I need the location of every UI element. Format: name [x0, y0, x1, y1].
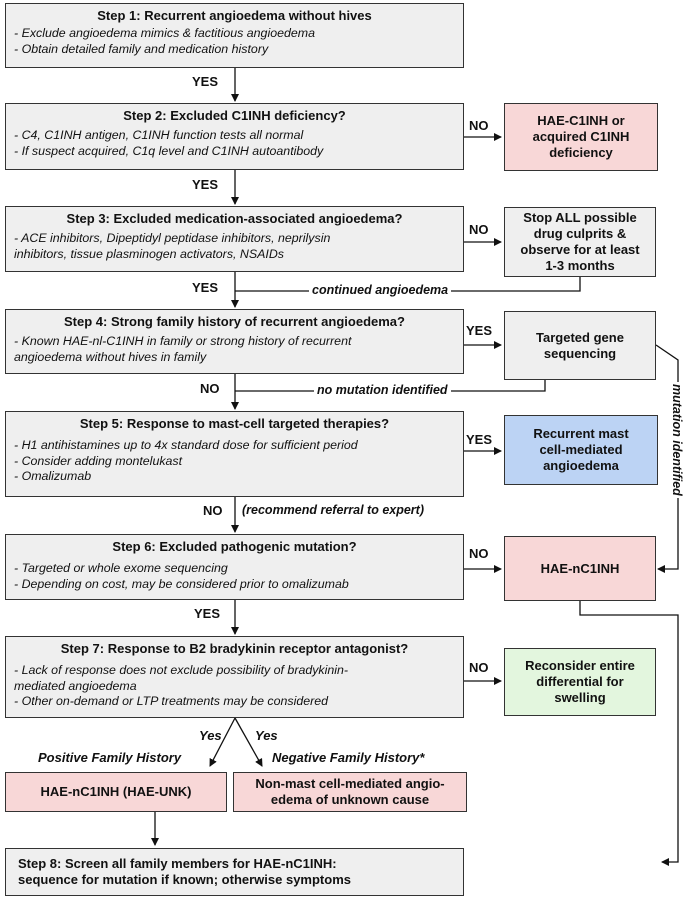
- outcome-stop-line-3: observe for at least: [520, 242, 640, 257]
- step-5-box: Step 5: Response to mast-cell targeted t…: [5, 411, 464, 497]
- step-6-detail-2: - Depending on cost, may be considered p…: [14, 576, 349, 591]
- no-label-step4: NO: [200, 381, 220, 396]
- outcome-non-mast-line-1: Non-mast cell-mediated angio-: [255, 776, 445, 791]
- step-3-box: Step 3: Excluded medication-associated a…: [5, 206, 464, 272]
- step-3-detail-2: inhibitors, tissue plasminogen activator…: [14, 246, 284, 261]
- no-mutation-label: no mutation identified: [314, 383, 451, 397]
- outcome-gene-line-2: sequencing: [543, 345, 617, 361]
- outcome-reconsider: Reconsider entire differential for swell…: [504, 648, 656, 716]
- step-2-title: Step 2: Excluded C1INH deficiency?: [123, 108, 346, 123]
- outcome-non-mast: Non-mast cell-mediated angio- edema of u…: [233, 772, 467, 812]
- outcome-stop-line-1: Stop ALL possible: [523, 210, 637, 225]
- step-2-box: Step 2: Excluded C1INH deficiency? - C4,…: [5, 103, 464, 170]
- outcome-mast-line-3: angioedema: [543, 458, 619, 473]
- step-6-box: Step 6: Excluded pathogenic mutation? - …: [5, 534, 464, 600]
- mutation-identified-label: mutation identified: [670, 382, 684, 498]
- step-7-detail-2: mediated angioedema: [14, 678, 137, 693]
- outcome-gene-line-1: Targeted gene: [536, 329, 624, 345]
- step-5-detail-2: - Consider adding montelukast: [14, 453, 183, 468]
- outcome-hae-nc1inh: HAE-nC1INH: [504, 536, 656, 601]
- yes-branch-positive: Yes: [199, 728, 222, 743]
- outcome-hae-unk: HAE-nC1INH (HAE-UNK): [5, 772, 227, 812]
- step-1-detail-1: - Exclude angioedema mimics & factitious…: [14, 26, 315, 40]
- step-2-detail-2: - If suspect acquired, C1q level and C1I…: [14, 143, 324, 158]
- step-7-box: Step 7: Response to B2 bradykinin recept…: [5, 636, 464, 718]
- outcome-mast-cell: Recurrent mast cell-mediated angioedema: [504, 415, 658, 485]
- no-label-step5: NO: [203, 503, 223, 518]
- no-label-step2-side: NO: [469, 118, 489, 133]
- outcome-mast-line-1: Recurrent mast: [533, 426, 629, 441]
- continued-angioedema-label: continued angioedema: [309, 283, 452, 297]
- step-8-line-1: Step 8: Screen all family members for HA…: [18, 856, 337, 871]
- outcome-non-mast-line-2: edema of unknown cause: [270, 792, 430, 807]
- outcome-stop-line-2: drug culprits &: [533, 226, 627, 241]
- step-5-detail-3: - Omalizumab: [14, 469, 92, 483]
- step-6-detail-1: - Targeted or whole exome sequencing: [14, 561, 228, 575]
- yes-label-step4-side: YES: [466, 323, 493, 338]
- step-1-box: Step 1: Recurrent angioedema without hiv…: [5, 3, 464, 68]
- step-4-box: Step 4: Strong family history of recurre…: [5, 309, 464, 374]
- outcome-gene-sequencing: Targeted gene sequencing: [504, 311, 656, 380]
- outcome-stop-drugs: Stop ALL possible drug culprits & observ…: [504, 207, 656, 277]
- step-5-title: Step 5: Response to mast-cell targeted t…: [79, 416, 390, 431]
- step-8-line-2: sequence for mutation if known; otherwis…: [18, 872, 351, 887]
- step-3-title: Step 3: Excluded medication-associated a…: [66, 211, 403, 226]
- step-5-detail-1: - H1 antihistamines up to 4x standard do…: [14, 438, 358, 452]
- step-4-detail-2: angioedema without hives in family: [14, 349, 207, 364]
- yes-label-step5-side: YES: [466, 432, 493, 447]
- outcome-reconsider-line-3: swelling: [554, 690, 606, 705]
- step-1-detail-2: - Obtain detailed family and medication …: [14, 41, 269, 56]
- step-7-detail-3: - Other on-demand or LTP treatments may …: [14, 694, 329, 708]
- no-label-step7-side: NO: [469, 660, 489, 675]
- outcome-reconsider-line-1: Reconsider entire: [525, 658, 635, 673]
- outcome-mast-line-2: cell-mediated: [539, 442, 623, 457]
- yes-label-step2: YES: [192, 177, 219, 192]
- step-1-title: Step 1: Recurrent angioedema without hiv…: [97, 8, 372, 23]
- yes-label-step1: YES: [192, 74, 219, 89]
- yes-label-step3: YES: [192, 280, 219, 295]
- step-4-detail-1: - Known HAE-nl-C1INH in family or strong…: [14, 334, 352, 348]
- step-7-title: Step 7: Response to B2 bradykinin recept…: [60, 641, 409, 656]
- referral-label: (recommend referral to expert): [242, 503, 425, 517]
- yes-label-step6: YES: [194, 606, 221, 621]
- step-3-detail-1: - ACE inhibitors, Dipeptidyl peptidase i…: [14, 231, 331, 245]
- step-8-box: Step 8: Screen all family members for HA…: [5, 848, 464, 896]
- step-6-title: Step 6: Excluded pathogenic mutation?: [112, 539, 357, 554]
- positive-family-history-label: Positive Family History: [38, 750, 182, 765]
- step-2-detail-1: - C4, C1INH antigen, C1INH function test…: [14, 128, 304, 142]
- step-7-detail-1: - Lack of response does not exclude poss…: [14, 663, 349, 677]
- step-4-title: Step 4: Strong family history of recurre…: [64, 314, 405, 329]
- yes-branch-negative: Yes: [255, 728, 278, 743]
- outcome-c1inh-line-2: acquired C1INH: [532, 129, 630, 144]
- no-label-step3-side: NO: [469, 222, 489, 237]
- outcome-c1inh-deficiency: HAE-C1INH or acquired C1INH deficiency: [504, 103, 658, 171]
- outcome-c1inh-line-1: HAE-C1INH or: [537, 113, 625, 128]
- outcome-reconsider-line-2: differential for: [536, 674, 624, 689]
- outcome-stop-line-4: 1-3 months: [545, 258, 615, 273]
- outcome-c1inh-line-3: deficiency: [549, 145, 613, 160]
- negative-family-history-label: Negative Family History*: [272, 750, 425, 765]
- no-label-step6-side: NO: [469, 546, 489, 561]
- outcome-hae-nc1inh-label: HAE-nC1INH: [540, 560, 620, 576]
- outcome-hae-unk-label: HAE-nC1INH (HAE-UNK): [40, 784, 192, 799]
